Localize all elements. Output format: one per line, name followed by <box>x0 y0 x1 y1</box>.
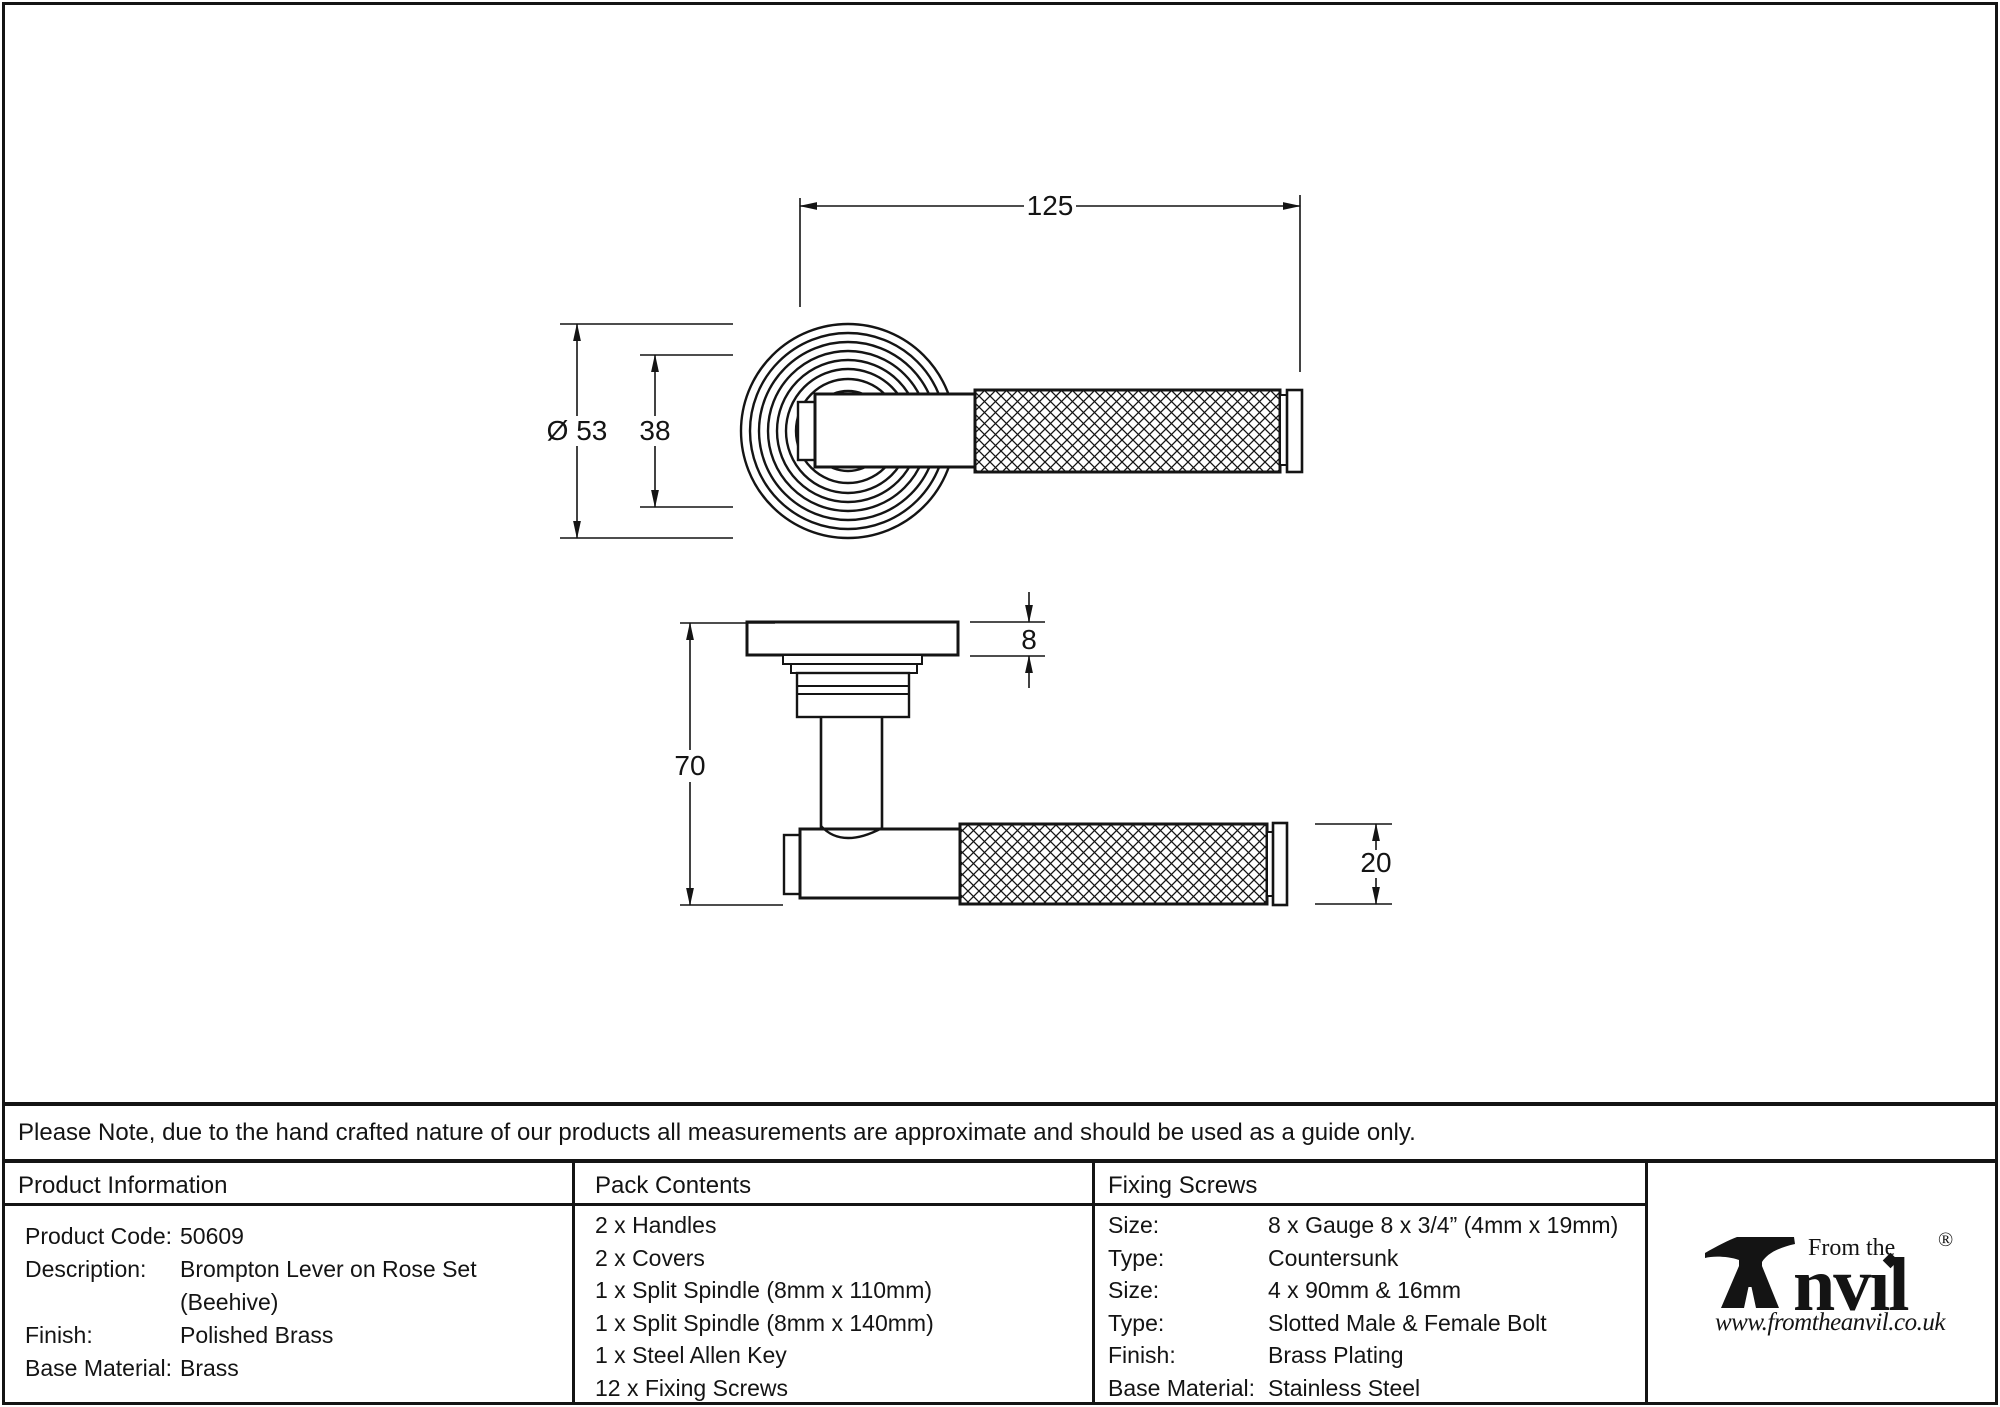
brand-website: www.fromtheanvil.co.uk <box>1715 1309 1945 1336</box>
row-value: Countersunk <box>1268 1244 1399 1271</box>
row-label: Finish: <box>25 1322 93 1348</box>
lever-neck <box>813 392 977 469</box>
table-row: Product Code: 50609 <box>25 1220 565 1253</box>
note-text: Please Note, due to the hand crafted nat… <box>18 1118 1416 1146</box>
header-product-information: Product Information <box>18 1172 228 1199</box>
dim-handle-diameter: 20 <box>1315 823 1392 905</box>
rose-plate <box>745 620 960 657</box>
row-label: Base Material: <box>25 1355 173 1381</box>
list-item: 12 x Fixing Screws <box>595 1374 789 1401</box>
table-row: Type: Countersunk <box>1108 1242 1638 1275</box>
list-item: 1 x Split Spindle (8mm x 140mm) <box>595 1309 934 1336</box>
row-value: Polished Brass <box>180 1322 334 1348</box>
list-item: 2 x Covers <box>595 1244 705 1271</box>
dim-handle-length: 125 <box>799 190 1301 372</box>
row-label: Type: <box>1108 1244 1165 1271</box>
dim-rose-diameter-label: Ø 53 <box>547 415 608 446</box>
table-divider-3 <box>1645 1163 1648 1402</box>
stem-fillet <box>820 825 883 840</box>
row-value: Brompton Lever on Rose Set <box>180 1256 477 1282</box>
dim-handle-length-label: 125 <box>1027 190 1074 221</box>
product-information-column: Product Code: 50609 Description: Brompto… <box>25 1220 565 1385</box>
row-label: Base Material: <box>1108 1374 1256 1401</box>
row-value: Slotted Male & Female Bolt <box>1268 1309 1547 1336</box>
brand-tagline: From the <box>1808 1235 1896 1261</box>
grip-end-cap-side <box>1271 821 1289 907</box>
dim-rose-inner-label: 38 <box>639 415 670 446</box>
row-label: Type: <box>1108 1309 1165 1336</box>
row-value: Brass <box>180 1355 239 1381</box>
dim-rose-inner: 38 <box>639 354 733 508</box>
lever-neck-collar <box>796 400 817 462</box>
anvil-icon <box>1705 1237 1795 1308</box>
table-row: (Beehive) <box>25 1286 565 1319</box>
dim-projection-label: 70 <box>674 750 705 781</box>
technical-drawing: 125 Ø 53 38 <box>547 190 1392 907</box>
fixing-screws-column: Size: 8 x Gauge 8 x 3/4” (4mm x 19mm) Ty… <box>1108 1209 1638 1405</box>
row-value: (Beehive) <box>180 1289 279 1315</box>
row-value: 4 x 90mm & 16mm <box>1268 1277 1461 1304</box>
row-label: Product Code: <box>25 1223 173 1249</box>
row-value: Brass Plating <box>1268 1342 1404 1369</box>
pack-contents-column: 2 x Handles 2 x Covers 1 x Split Spindle… <box>595 1209 1085 1405</box>
side-view: 8 70 20 <box>674 592 1392 907</box>
header-pack-contents: Pack Contents <box>595 1172 752 1199</box>
note-band: Please Note, due to the hand crafted nat… <box>2 1102 1998 1163</box>
dim-handle-diameter-label: 20 <box>1360 847 1391 878</box>
list-item: 1 x Steel Allen Key <box>595 1342 787 1369</box>
row-label <box>25 1286 180 1319</box>
row-label: Description: <box>25 1256 147 1282</box>
rose-step-1 <box>782 654 923 665</box>
rose-step-2 <box>790 663 918 674</box>
registered-mark: ® <box>1938 1229 1954 1251</box>
table-row: Size: 4 x 90mm & 16mm <box>1108 1274 1638 1307</box>
table-row: Description: Brompton Lever on Rose Set <box>25 1253 565 1286</box>
header-fixing-screws: Fixing Screws <box>1108 1172 1258 1199</box>
dim-rose-diameter: Ø 53 <box>547 323 733 539</box>
knurled-grip <box>973 388 1282 474</box>
table-header-separator <box>2 1203 1648 1206</box>
table-row: Size: 8 x Gauge 8 x 3/4” (4mm x 19mm) <box>1108 1209 1638 1242</box>
dim-rose-thickness: 8 <box>970 592 1045 688</box>
grip-end-cap <box>1285 388 1304 474</box>
list-item: 1 x Split Spindle (8mm x 110mm) <box>595 1277 933 1304</box>
row-label: Size: <box>1108 1212 1160 1238</box>
brand-logo: From the nvıl ® www.fromtheanvil.co.uk <box>1645 1163 1992 1402</box>
table-row: Type: Slotted Male & Female Bolt <box>1108 1307 1638 1340</box>
handle-body <box>798 827 962 900</box>
table-row: Finish: Brass Plating <box>1108 1339 1638 1372</box>
table-divider-1 <box>572 1163 575 1402</box>
top-view: 125 Ø 53 38 <box>547 190 1304 540</box>
row-value: 50609 <box>180 1223 244 1249</box>
dim-rose-thickness-label: 8 <box>1021 624 1037 655</box>
list-item: 2 x Handles <box>595 1212 717 1238</box>
table-row: Finish: Polished Brass <box>25 1319 565 1352</box>
table-divider-2 <box>1092 1163 1095 1402</box>
row-label: Size: <box>1108 1277 1160 1304</box>
table-row: Base Material: Stainless Steel <box>1108 1372 1638 1405</box>
table-row: Base Material: Brass <box>25 1352 565 1385</box>
row-label: Finish: <box>1108 1342 1176 1369</box>
row-value: Stainless Steel <box>1268 1374 1421 1401</box>
handle-end-collar <box>782 833 802 896</box>
knurled-grip-side <box>958 822 1269 906</box>
dim-projection: 70 <box>674 622 783 906</box>
row-value: 8 x Gauge 8 x 3/4” (4mm x 19mm) <box>1268 1212 1619 1238</box>
